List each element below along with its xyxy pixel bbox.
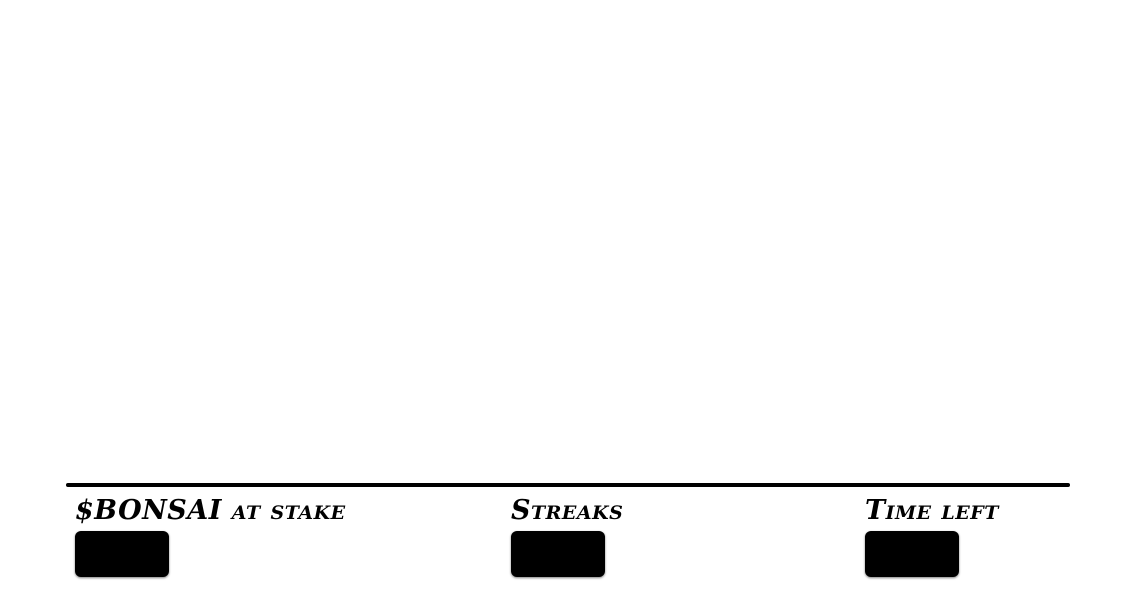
stake-label: $BONSAI at stake xyxy=(75,495,346,526)
stake-stat: $BONSAI at stake xyxy=(75,495,346,577)
game-canvas xyxy=(0,0,1146,480)
time-left-value-box xyxy=(865,531,959,577)
streaks-label: Streaks xyxy=(511,495,624,526)
streaks-stat: Streaks xyxy=(511,495,623,577)
divider-line xyxy=(66,483,1070,487)
stake-value-box xyxy=(75,531,169,577)
streaks-value-box xyxy=(511,531,605,577)
time-left-stat: Time left xyxy=(865,495,999,577)
time-left-label: Time left xyxy=(865,495,999,526)
